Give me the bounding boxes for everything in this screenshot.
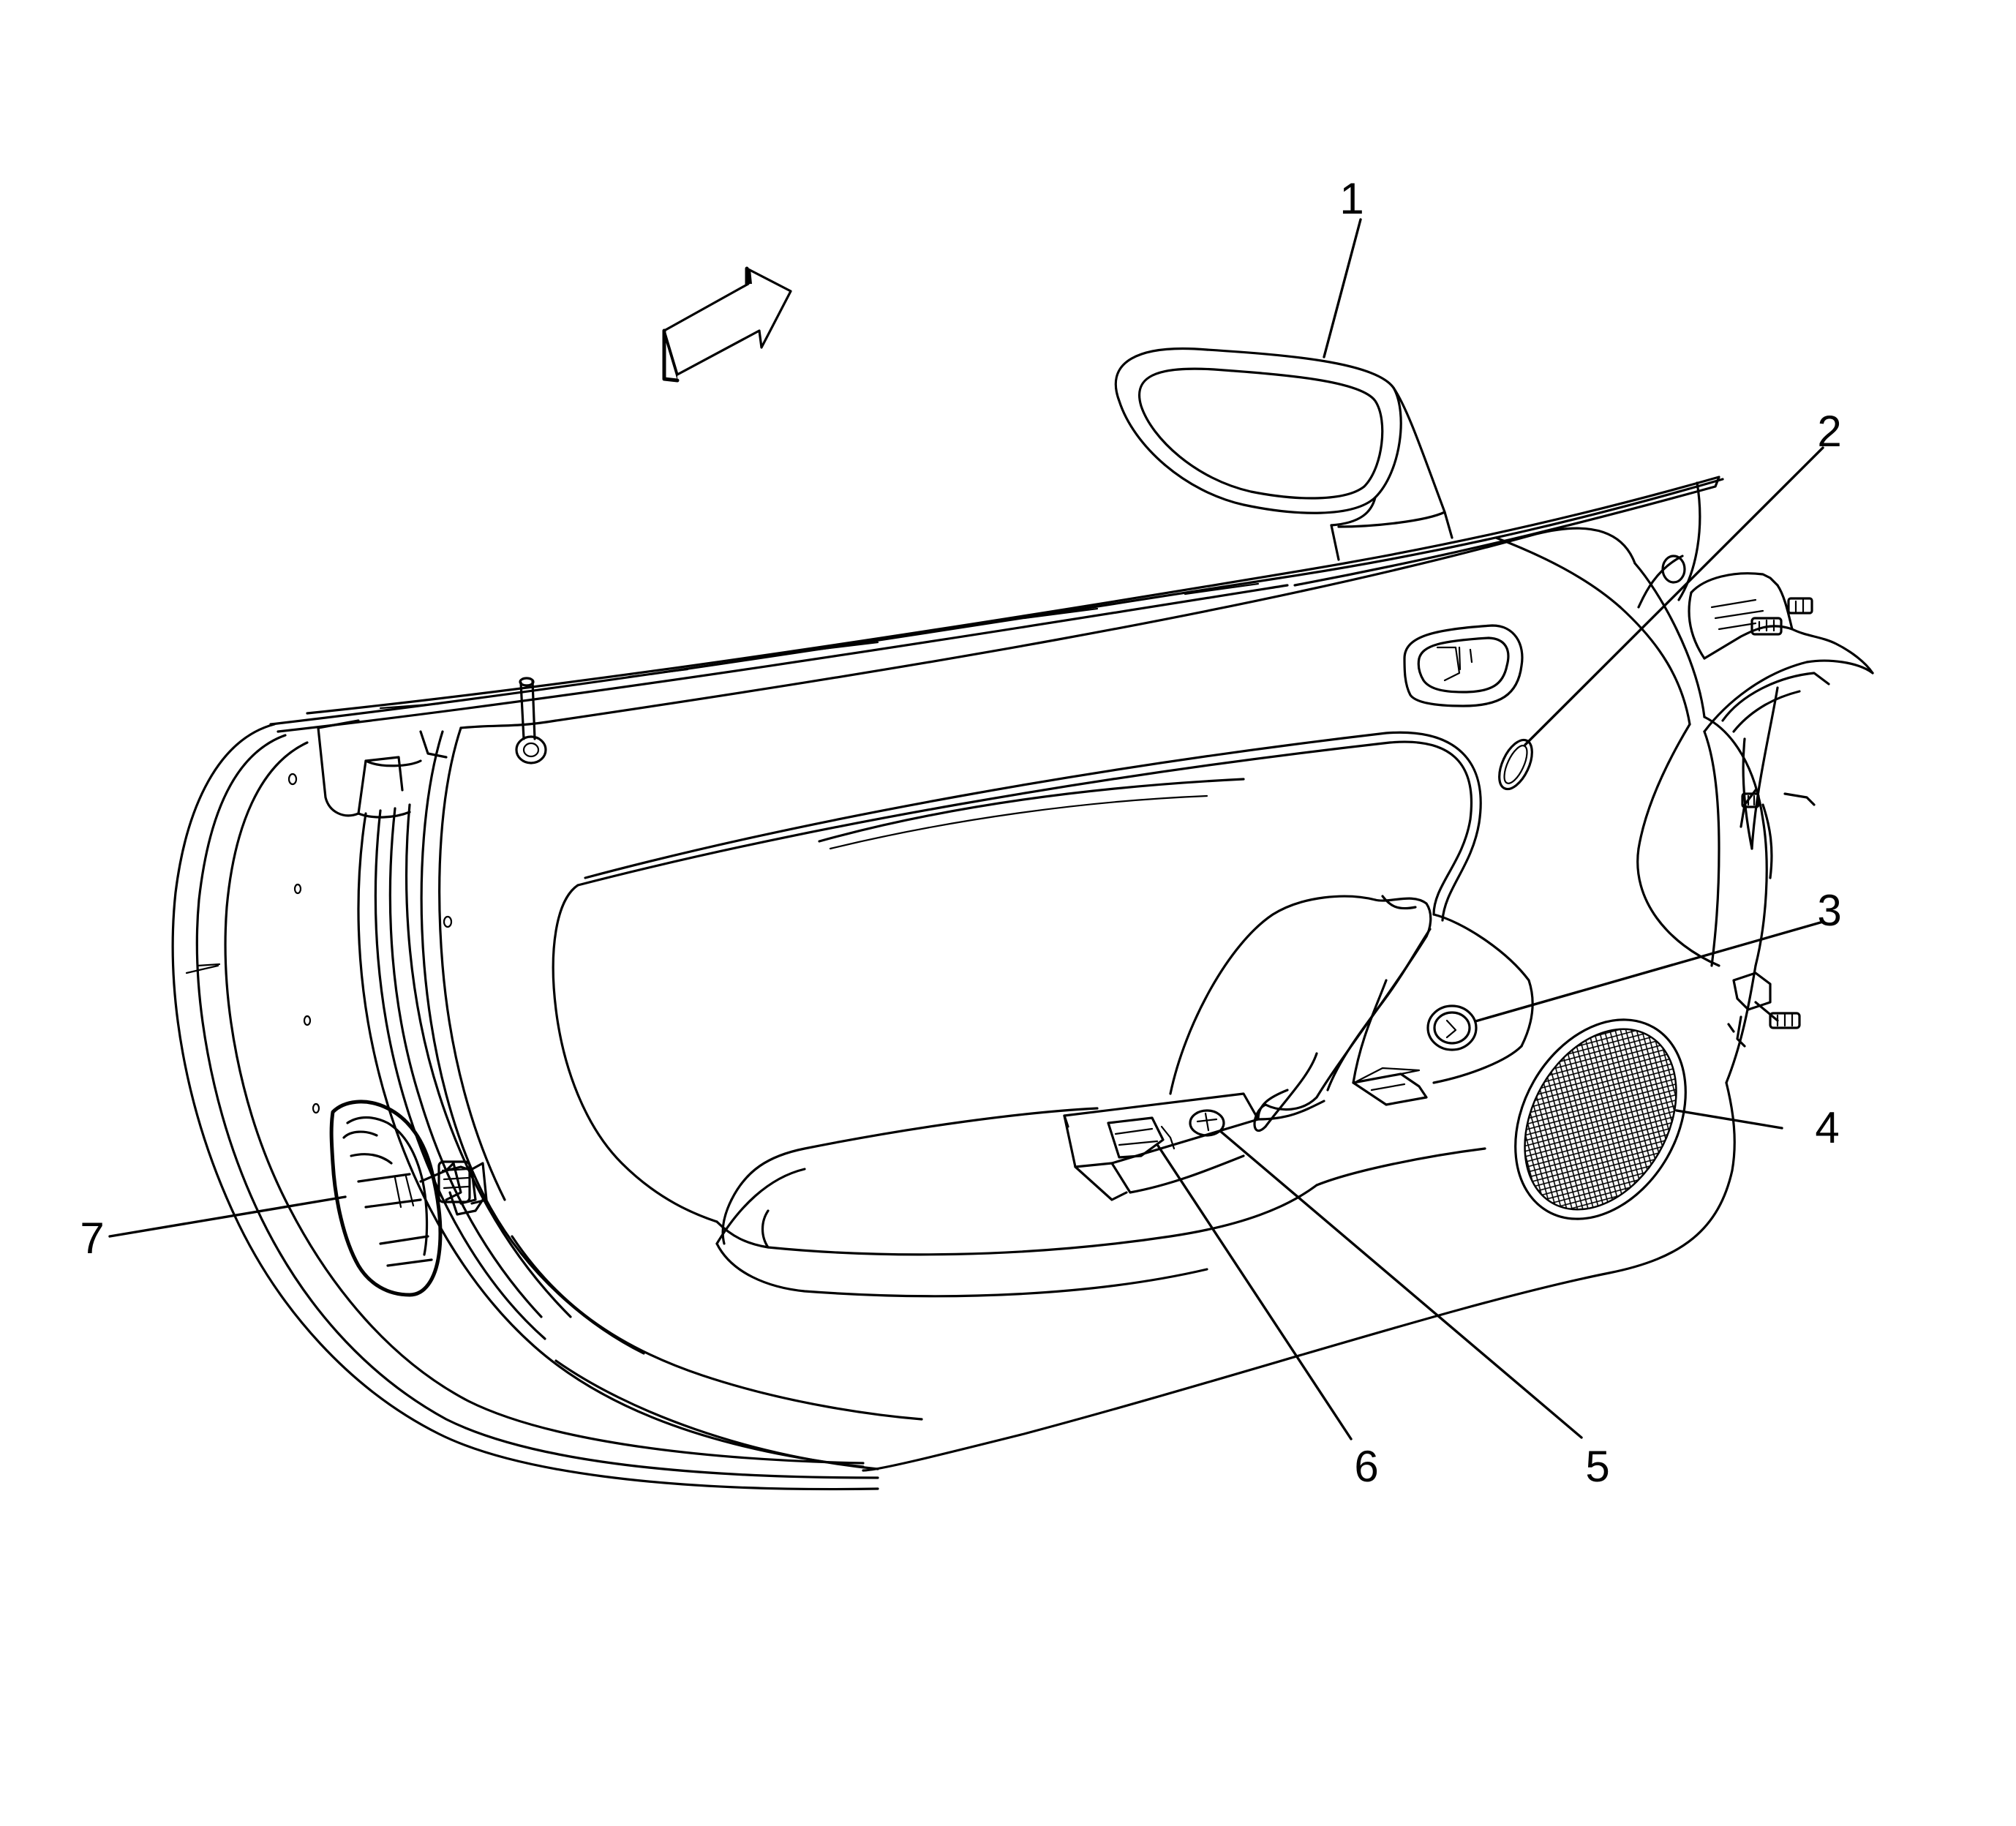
switch-bezel (1063, 1092, 1260, 1201)
leader-2 (1524, 446, 1824, 746)
door-shell (171, 719, 879, 1491)
inside-door-handle (1403, 624, 1524, 707)
handle-recess (1352, 1067, 1428, 1106)
callout-3: 3 (1817, 886, 1841, 935)
outside-rearview-mirror (1114, 347, 1453, 561)
armrest (1169, 895, 1534, 1132)
armrest-pocket (552, 731, 1482, 1256)
leader-6 (1156, 1144, 1353, 1440)
trim-panel-screw-cover (1426, 1004, 1478, 1051)
leader-lines (108, 218, 1824, 1440)
direction-arrow-icon (662, 266, 792, 383)
door-speaker-grille (1514, 1018, 1687, 1220)
leader-4 (1675, 1109, 1783, 1130)
callout-6: 6 (1354, 1442, 1378, 1491)
panel-bottom-edge (715, 1147, 1486, 1298)
leader-5 (1219, 1130, 1583, 1439)
wiring-connector (329, 1100, 488, 1297)
leader-3 (1474, 920, 1824, 1023)
callout-7: 7 (80, 1214, 104, 1263)
door-hinge-area (1637, 481, 1874, 1048)
door-belt-line (269, 476, 1724, 733)
callout-5: 5 (1585, 1442, 1609, 1491)
window-switch (1107, 1116, 1176, 1159)
leader-7 (108, 1195, 347, 1238)
lock-knob (515, 677, 547, 764)
callout-1: 1 (1339, 174, 1364, 223)
door-inner-frame (287, 726, 923, 1470)
door-trim-panel (459, 527, 1768, 1472)
callout-2: 2 (1817, 407, 1841, 456)
mirror-switch (1189, 1109, 1225, 1137)
leader-1 (1323, 218, 1362, 358)
callout-4: 4 (1815, 1103, 1839, 1152)
trim-panel-plug (1498, 738, 1533, 791)
